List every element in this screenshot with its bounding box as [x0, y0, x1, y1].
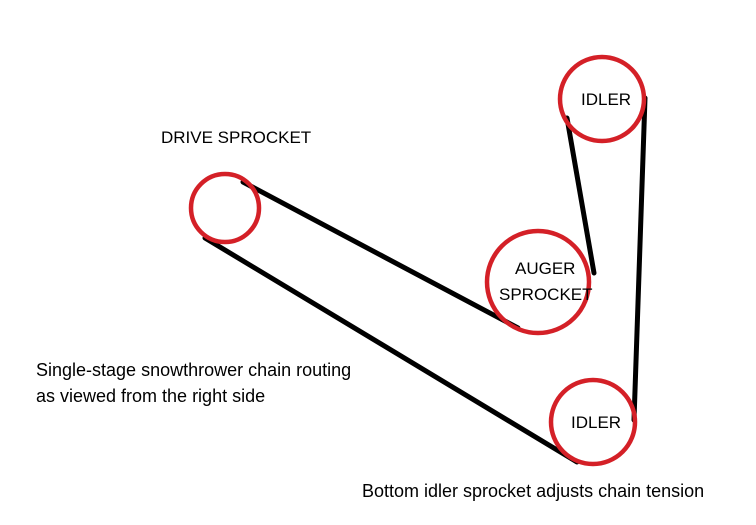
top-idler-label: IDLER: [581, 90, 631, 109]
bottom-idler-label: IDLER: [571, 413, 621, 432]
drive-sprocket-circle: [188, 171, 262, 245]
chain-segment-drive-to-auger: [240, 179, 521, 331]
drive-sprocket-label: DRIVE SPROCKET: [161, 128, 311, 147]
top-idler-circle: [557, 54, 647, 144]
auger-sprocket-label-line2: SPROCKET: [499, 285, 593, 304]
tension-caption: Bottom idler sprocket adjusts chain tens…: [362, 481, 704, 501]
auger-sprocket-label-line1: AUGER: [515, 259, 575, 278]
auger-sprocket-circle: [484, 228, 592, 336]
bottom-idler-circle: [548, 377, 638, 467]
chain-segment-top-idler-to-bottom-idler: [631, 95, 648, 423]
routing-caption-line2: as viewed from the right side: [36, 386, 265, 406]
chain-segment-drive-to-bottom-idler: [202, 235, 580, 465]
routing-caption-line1: Single-stage snowthrower chain routing: [36, 360, 351, 380]
chain-segment-auger-to-top-idler: [564, 115, 597, 276]
